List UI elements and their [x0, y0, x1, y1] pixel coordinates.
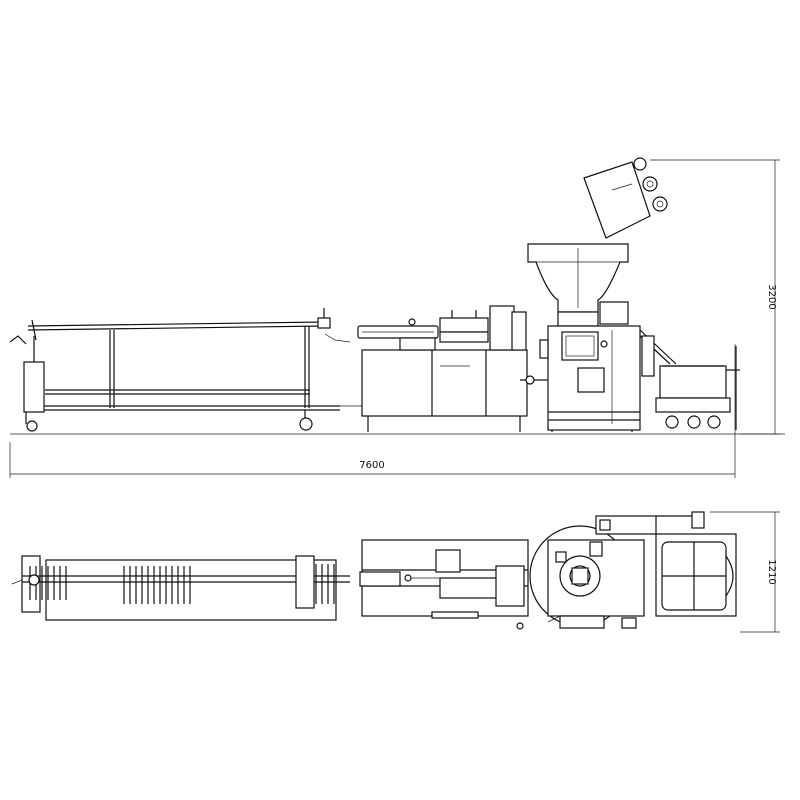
caster-wheel: [299, 417, 313, 431]
width-dimension-label: 1210: [766, 559, 777, 584]
length-dimension-label: 7600: [359, 460, 384, 471]
mixing-bin-top: [655, 533, 737, 617]
lift-arm: [595, 515, 657, 535]
mixing-bin: [659, 365, 727, 399]
dimension-lines-top: [710, 511, 780, 633]
side-view: 7600 3200: [9, 157, 785, 478]
drive-box: [317, 317, 331, 329]
linking-machine-side: [357, 305, 548, 432]
dimension-lines-side: [9, 159, 780, 478]
caster-wheel: [26, 420, 38, 432]
vacuum-filler-top: [529, 511, 705, 629]
control-screen: [561, 331, 599, 361]
linking-machine-top: [359, 539, 529, 630]
top-view: 1210: [11, 511, 780, 633]
vacuum-filler-side: [527, 243, 677, 432]
lifting-bin-side: [583, 157, 740, 430]
weight-cylinder: [23, 361, 45, 413]
conveyor-rack-side: [9, 308, 362, 432]
conveyor-rack-top: [11, 555, 350, 621]
height-dimension-label: 3200: [766, 284, 777, 309]
tilted-bin: [583, 161, 651, 239]
